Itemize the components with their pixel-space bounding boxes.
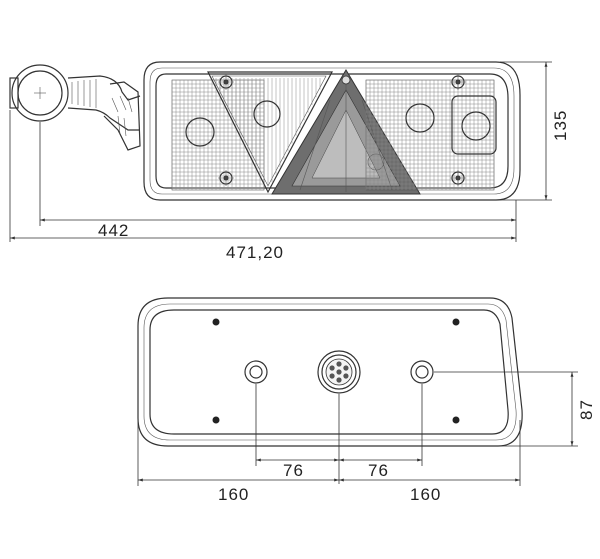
rear-body-outline xyxy=(137,297,523,447)
right-bolt xyxy=(410,360,434,384)
left-bolt xyxy=(244,360,268,384)
lamp-body-outline xyxy=(143,61,521,201)
left-reflector-panel xyxy=(207,71,333,194)
bolt-height-label: 87 xyxy=(577,399,596,420)
right-spacing-label: 76 xyxy=(368,461,389,480)
right-half-label: 160 xyxy=(410,485,441,504)
triangle-reflector xyxy=(271,69,421,195)
height-label: 135 xyxy=(551,110,570,141)
front-view: 135 442 471,20 xyxy=(9,61,570,262)
front-dimensions: 135 442 471,20 xyxy=(9,61,570,262)
rear-mounting-holes xyxy=(212,318,460,424)
overall-width-label: 471,20 xyxy=(226,243,284,262)
connector-plug xyxy=(9,64,141,151)
rear-view: 87 76 76 160 160 xyxy=(137,297,596,504)
rear-dimensions: 87 76 76 160 160 xyxy=(137,371,596,504)
lamp-body-inner xyxy=(149,67,515,195)
right-lens xyxy=(365,79,497,191)
left-half-label: 160 xyxy=(218,485,249,504)
plug-to-edge-label: 442 xyxy=(98,221,129,240)
left-lens xyxy=(171,79,265,191)
front-screws xyxy=(218,74,466,186)
center-connector xyxy=(317,350,361,394)
left-spacing-label: 76 xyxy=(283,461,304,480)
